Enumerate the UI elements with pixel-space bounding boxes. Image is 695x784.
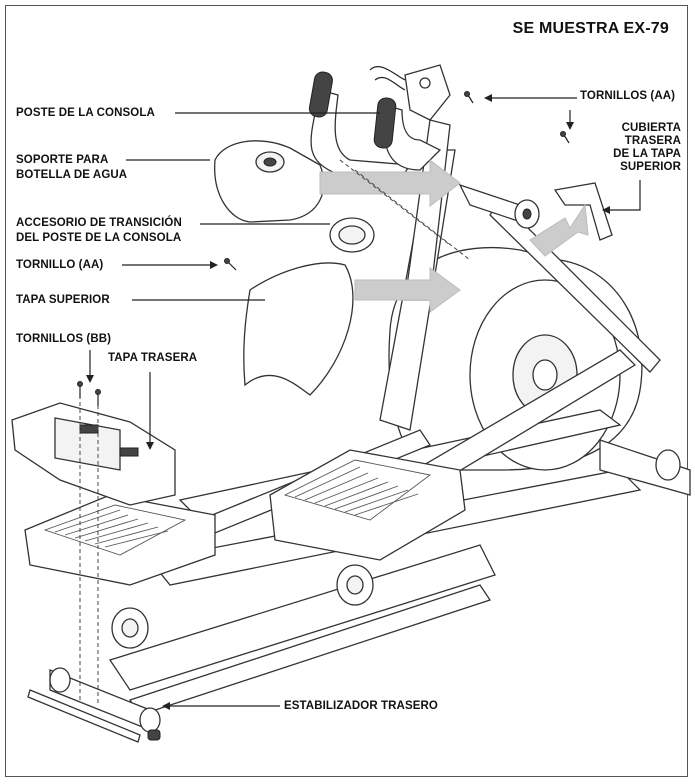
console-plate [404, 64, 451, 121]
label-screws-aa: TORNILLOS (AA) [580, 90, 676, 102]
label-rear-cover-4: SUPERIOR [620, 161, 681, 173]
diagram-frame [5, 5, 688, 777]
label-transition-accessory-2: DEL POSTE DE LA CONSOLA [16, 232, 182, 244]
rear-cover-piece [553, 182, 613, 241]
label-water-bottle-holder-2: BOTELLA DE AGUA [16, 169, 128, 181]
label-rear-cover-3: DE LA TAPA [613, 148, 681, 160]
label-screws-bb: TORNILLOS (BB) [16, 333, 112, 345]
water-bottle-holder [214, 140, 325, 223]
screws-aa-top [464, 91, 570, 144]
screw-aa-left [224, 258, 237, 271]
label-rear-cover-2: TRASERA [624, 135, 681, 147]
pedal-right-grill [283, 459, 432, 521]
grip-left [308, 71, 333, 118]
arrow-cover [354, 267, 461, 313]
label-rear-cover-1: CUBIERTA [621, 122, 681, 134]
grip-right [373, 97, 397, 149]
rear-stabilizer-bar [27, 689, 141, 743]
screws-bb [77, 381, 101, 406]
label-transition-accessory-1: ACCESORIO DE TRANSICIÓN [16, 217, 182, 229]
hub-center [532, 359, 558, 391]
label-water-bottle-holder-1: SOPORTE PARA [16, 154, 109, 166]
label-screw-aa: TORNILLO (AA) [16, 259, 104, 271]
pedal-left-grill [43, 504, 187, 556]
label-rear-stabilizer: ESTABILIZADOR TRASERO [284, 700, 438, 712]
diagram-title: SE MUESTRA EX-79 [512, 20, 669, 37]
label-top-cover: TAPA SUPERIOR [16, 294, 110, 306]
top-cover [243, 262, 354, 396]
label-rear-cap: TAPA TRASERA [108, 352, 198, 364]
arrow-rear-cover [529, 203, 589, 257]
label-console-post: POSTE DE LA CONSOLA [16, 107, 155, 119]
arrow-holder [319, 158, 461, 208]
pedal-right [269, 449, 466, 561]
